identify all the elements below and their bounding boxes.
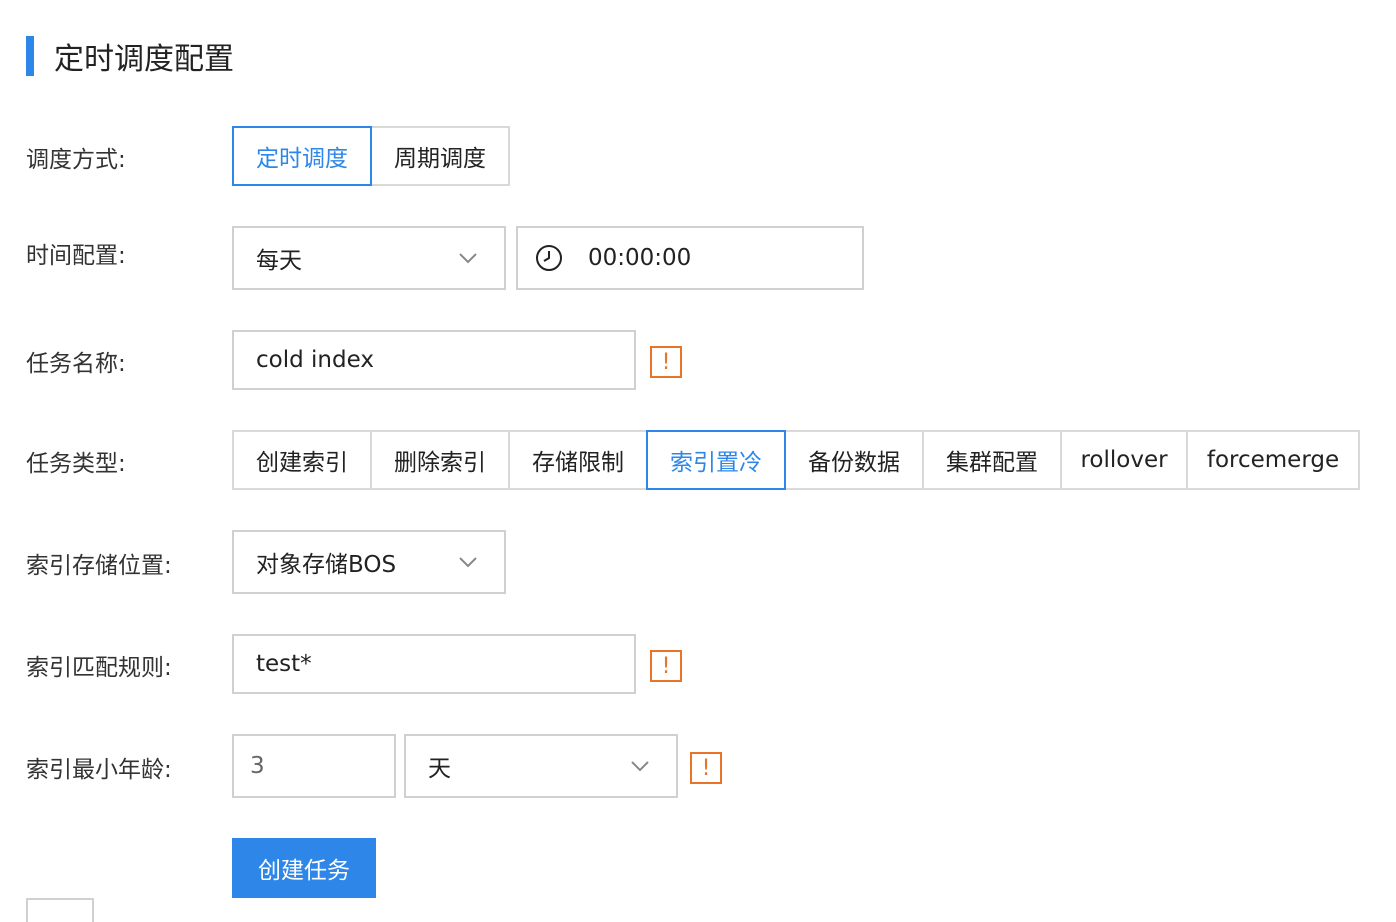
- task-type-delete-index[interactable]: 删除索引: [370, 430, 510, 490]
- task-type-backup[interactable]: 备份数据: [784, 430, 924, 490]
- task-type-toggle: 创建索引 删除索引 存储限制 索引置冷 备份数据 集群配置 rollover f…: [232, 430, 1360, 490]
- match-rule-label: 索引匹配规则:: [26, 655, 172, 681]
- task-name-label: 任务名称:: [26, 351, 126, 377]
- create-task-button[interactable]: 创建任务: [232, 838, 376, 898]
- clock-icon: [536, 245, 562, 271]
- frequency-select[interactable]: 每天: [232, 226, 506, 290]
- time-config-label: 时间配置:: [26, 243, 126, 269]
- chevron-down-icon: [459, 557, 477, 568]
- section-accent-bar: [26, 36, 34, 76]
- time-picker[interactable]: 00:00:00: [516, 226, 864, 290]
- task-name-input[interactable]: cold index: [232, 330, 636, 390]
- warning-icon: !: [650, 650, 682, 682]
- min-age-label: 索引最小年龄:: [26, 757, 172, 783]
- storage-location-value: 对象存储BOS: [256, 552, 397, 578]
- task-type-create-index[interactable]: 创建索引: [232, 430, 372, 490]
- bottom-toggle-tab[interactable]: [26, 898, 94, 922]
- task-type-storage-limit[interactable]: 存储限制: [508, 430, 648, 490]
- task-type-forcemerge[interactable]: forcemerge: [1186, 430, 1360, 490]
- task-type-label: 任务类型:: [26, 451, 126, 477]
- schedule-mode-periodic[interactable]: 周期调度: [370, 126, 510, 186]
- frequency-value: 每天: [256, 248, 302, 274]
- schedule-mode-label: 调度方式:: [26, 147, 126, 173]
- min-age-input[interactable]: 3: [232, 734, 396, 798]
- match-rule-value: test*: [256, 651, 312, 677]
- match-rule-input[interactable]: test*: [232, 634, 636, 694]
- min-age-unit-value: 天: [428, 756, 451, 782]
- chevron-down-icon: [459, 253, 477, 264]
- min-age-unit-select[interactable]: 天: [404, 734, 678, 798]
- min-age-value: 3: [250, 753, 265, 779]
- time-value: 00:00:00: [588, 245, 692, 271]
- warning-icon: !: [650, 346, 682, 378]
- storage-location-select[interactable]: 对象存储BOS: [232, 530, 506, 594]
- storage-location-label: 索引存储位置:: [26, 553, 172, 579]
- task-name-value: cold index: [256, 347, 374, 373]
- schedule-mode-toggle: 定时调度 周期调度: [232, 126, 510, 186]
- task-type-cold-index[interactable]: 索引置冷: [646, 430, 786, 490]
- schedule-mode-timed[interactable]: 定时调度: [232, 126, 372, 186]
- section-header: 定时调度配置: [26, 36, 234, 77]
- task-type-rollover[interactable]: rollover: [1060, 430, 1188, 490]
- chevron-down-icon: [631, 761, 649, 772]
- warning-icon: !: [690, 752, 722, 784]
- page-title: 定时调度配置: [54, 42, 234, 77]
- task-type-cluster-config[interactable]: 集群配置: [922, 430, 1062, 490]
